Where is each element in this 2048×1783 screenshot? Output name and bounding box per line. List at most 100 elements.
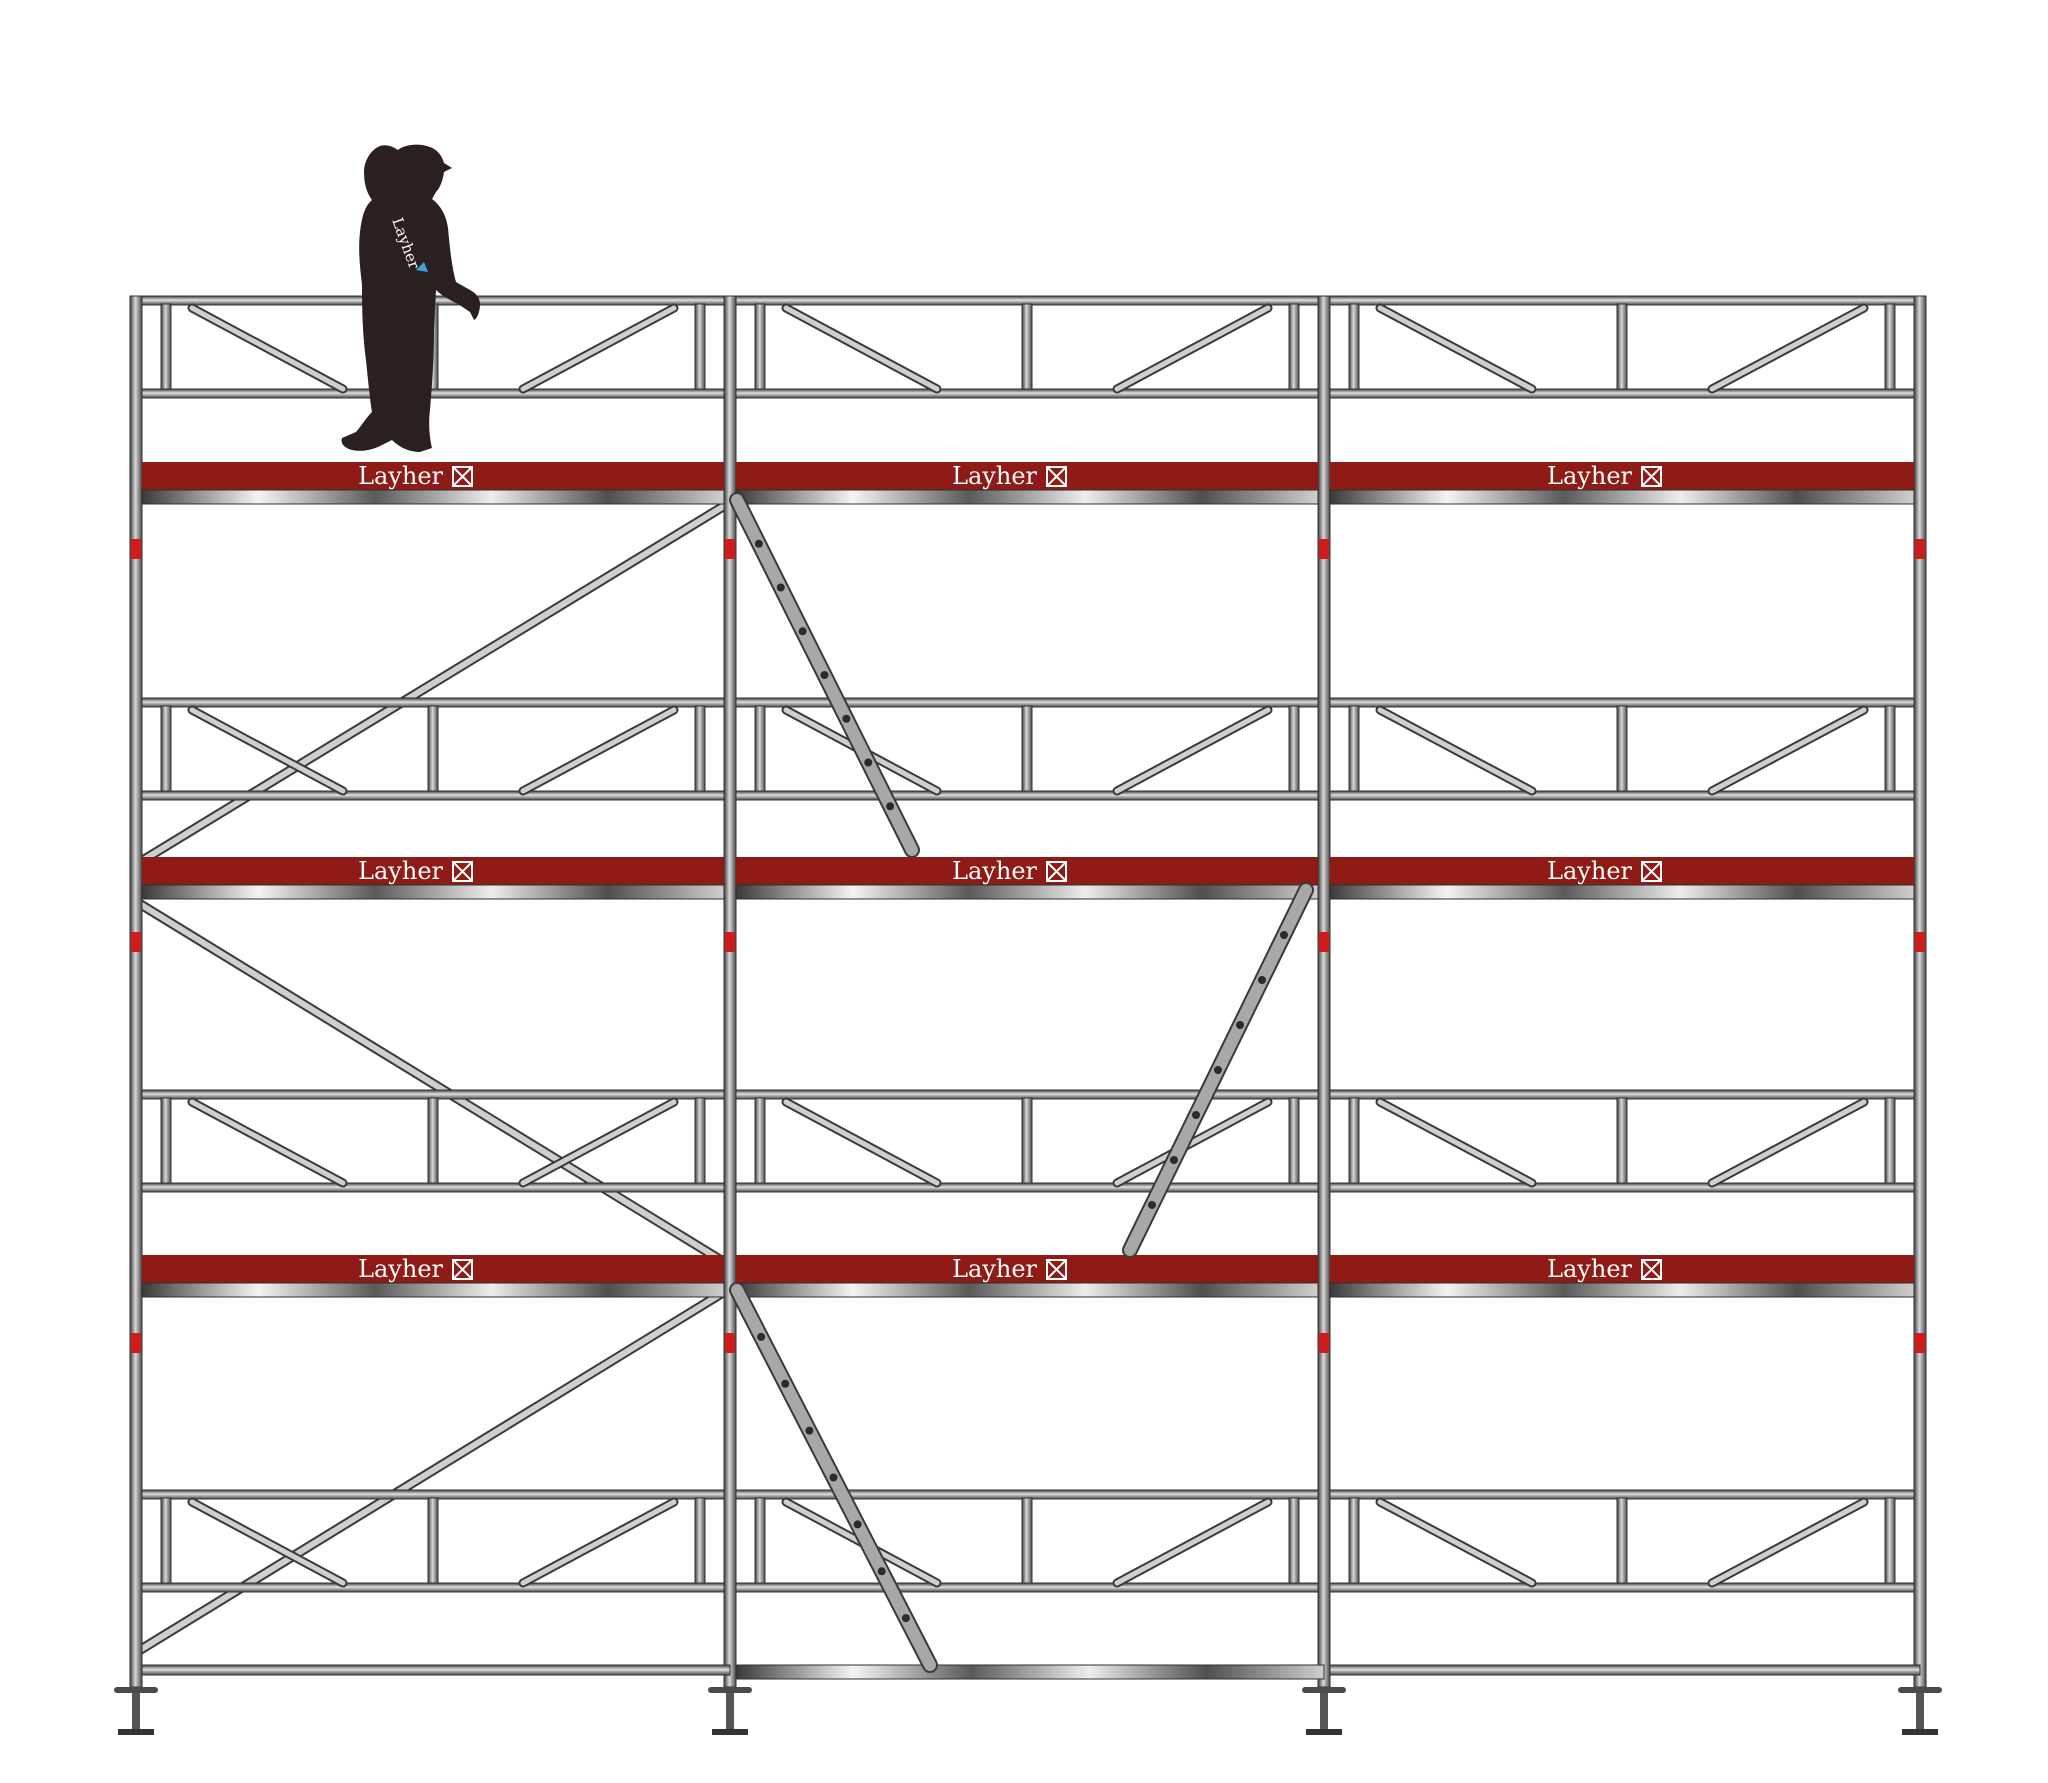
toeboard-brand-text: Layher <box>358 1255 443 1283</box>
logo-box <box>1046 1259 1067 1280</box>
frame-post <box>1884 303 1896 390</box>
intermediate-ledger <box>1329 1582 1915 1593</box>
toeboard-brand-text: Layher <box>952 857 1037 885</box>
diagonal-brace <box>137 1289 727 1653</box>
frame-post <box>1288 1497 1300 1584</box>
toeboard <box>736 462 1318 490</box>
toeboard <box>736 1255 1318 1283</box>
ladder-rung <box>886 802 895 811</box>
ladder-rung <box>853 1520 862 1529</box>
ladder-rung <box>776 583 785 592</box>
frame-diagonal <box>1114 305 1271 392</box>
frame-diagonal <box>189 1099 346 1186</box>
frame-diagonal <box>520 1099 677 1186</box>
toeboard-brand-text: Layher <box>1547 462 1632 490</box>
upright-standard <box>129 295 143 1688</box>
logo-cross <box>1046 861 1067 882</box>
frame-post <box>1884 1497 1896 1584</box>
frame-post <box>160 1097 172 1184</box>
logo-cross <box>1641 1259 1662 1280</box>
base-jack <box>1302 1687 1346 1735</box>
intermediate-ledger <box>141 790 725 801</box>
toeboard <box>1330 1255 1914 1283</box>
logo-cross <box>452 861 473 882</box>
frame-diagonal <box>189 305 346 392</box>
deck-platform <box>735 884 1319 900</box>
base-jack <box>1898 1687 1942 1735</box>
jack-baseplate <box>1902 1729 1938 1735</box>
coupler-clamp <box>1319 539 1329 559</box>
frame-post <box>1616 1097 1628 1184</box>
frame-diagonal <box>1377 707 1535 794</box>
frame-post <box>427 705 439 792</box>
toeboard-brand-text: Layher <box>358 462 443 490</box>
frame-post <box>1884 1097 1896 1184</box>
logo-cross <box>1046 466 1067 487</box>
intermediate-ledger <box>1329 790 1915 801</box>
layher-logo-icon <box>1641 861 1662 882</box>
frame-post <box>754 705 766 792</box>
deck-platform <box>141 884 725 900</box>
frame-post <box>1021 1497 1033 1584</box>
layher-logo-icon <box>452 1259 473 1280</box>
worker-body <box>341 144 480 452</box>
coupler-clamp <box>1915 932 1925 952</box>
frame-post <box>1348 303 1360 390</box>
frame-post <box>1021 705 1033 792</box>
frame-post <box>694 705 706 792</box>
jack-screw <box>1320 1693 1328 1731</box>
ladder-rung <box>1280 931 1288 939</box>
frame-diagonal <box>1377 1099 1535 1186</box>
logo-box <box>452 1259 473 1280</box>
ladder-rung <box>901 1614 910 1623</box>
intermediate-ledger <box>735 1582 1319 1593</box>
diagonal-brace <box>137 901 727 1265</box>
base-ledger <box>1329 1664 1921 1676</box>
frame-diagonal <box>1114 1099 1271 1186</box>
frame-post <box>160 705 172 792</box>
deck-platform <box>1329 884 1915 900</box>
intermediate-ledger <box>141 388 725 399</box>
jack-collar <box>114 1687 158 1693</box>
access-ladder <box>729 1282 938 1673</box>
frame-post <box>694 1497 706 1584</box>
logo-cross <box>452 466 473 487</box>
logo-cross <box>1641 466 1662 487</box>
toeboard-brand-text: Layher <box>952 1255 1037 1283</box>
frame-post <box>754 1097 766 1184</box>
toeboard-brand-text: Layher <box>1547 857 1632 885</box>
frame-post <box>1616 705 1628 792</box>
intermediate-ledger <box>1329 1182 1915 1193</box>
deck-platform <box>735 489 1319 505</box>
layher-logo-icon <box>1641 1259 1662 1280</box>
toeboard-brand-text: Layher <box>952 462 1037 490</box>
frame-diagonal <box>783 305 940 392</box>
vest-logo-icon <box>416 262 428 272</box>
diagonal-brace <box>137 503 727 865</box>
frame-post <box>1348 1097 1360 1184</box>
frame-post <box>754 303 766 390</box>
ladder-rung <box>842 714 851 723</box>
layher-logo-icon <box>452 861 473 882</box>
logo-cross <box>452 1259 473 1280</box>
upright-standard <box>1317 295 1331 1688</box>
ladder-rung <box>757 1332 766 1341</box>
ladder-rung <box>1258 976 1266 984</box>
logo-box <box>1046 861 1067 882</box>
base-deck-platform <box>735 1664 1325 1680</box>
ladder-rung <box>1148 1201 1156 1209</box>
jack-screw <box>726 1693 734 1731</box>
base-ledger <box>141 1664 731 1676</box>
jack-collar <box>1302 1687 1346 1693</box>
frame-post <box>754 1497 766 1584</box>
frame-diagonal <box>520 1499 677 1586</box>
frame-post <box>1616 1497 1628 1584</box>
logo-cross <box>1641 861 1662 882</box>
coupler-clamp <box>725 1333 735 1353</box>
ladder-rung <box>754 539 763 548</box>
layher-logo-icon <box>1641 466 1662 487</box>
brace-layer <box>135 501 729 1655</box>
frame-diagonal <box>189 707 346 794</box>
frame-post <box>1348 705 1360 792</box>
